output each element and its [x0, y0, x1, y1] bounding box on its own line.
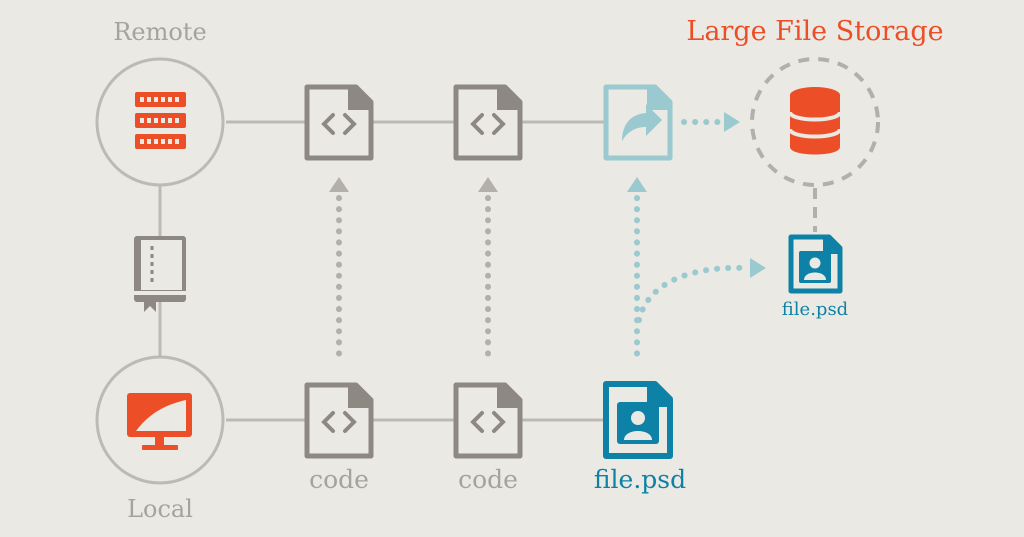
push-arrow-2 [478, 177, 498, 363]
local-image-file [603, 381, 673, 459]
monitor-icon [127, 393, 192, 450]
server-icon [135, 92, 186, 149]
local-node [95, 355, 225, 485]
remote-node [95, 57, 225, 187]
local-file-label: file.psd [594, 465, 686, 494]
code-icon [470, 113, 506, 135]
local-code-label-1: code [309, 465, 369, 494]
code-icon [321, 113, 357, 135]
lfs-image-file [788, 234, 843, 294]
image-icon [617, 402, 659, 444]
lfs-file-label: file.psd [782, 299, 848, 320]
local-code-label-2: code [458, 465, 518, 494]
database-icon [788, 87, 842, 155]
push-arrow-3 [627, 177, 647, 363]
local-code-file-1 [304, 382, 374, 459]
pointer-to-storage-arrow [681, 112, 740, 132]
local-code-file-2 [453, 382, 523, 459]
code-icon [470, 411, 506, 433]
local-label: Local [127, 495, 193, 523]
book-icon [134, 236, 186, 312]
large-file-storage-label: Large File Storage [686, 16, 943, 47]
lfs-upload-arrow [636, 258, 766, 323]
pointer-file [603, 84, 673, 161]
remote-code-file-2 [453, 84, 523, 161]
code-icon [321, 411, 357, 433]
remote-label: Remote [113, 18, 206, 46]
push-arrow-1 [329, 177, 349, 363]
image-icon [799, 251, 831, 283]
share-arrow-icon [622, 104, 662, 141]
lfs-storage-node [750, 57, 880, 187]
remote-code-file-1 [304, 84, 374, 161]
